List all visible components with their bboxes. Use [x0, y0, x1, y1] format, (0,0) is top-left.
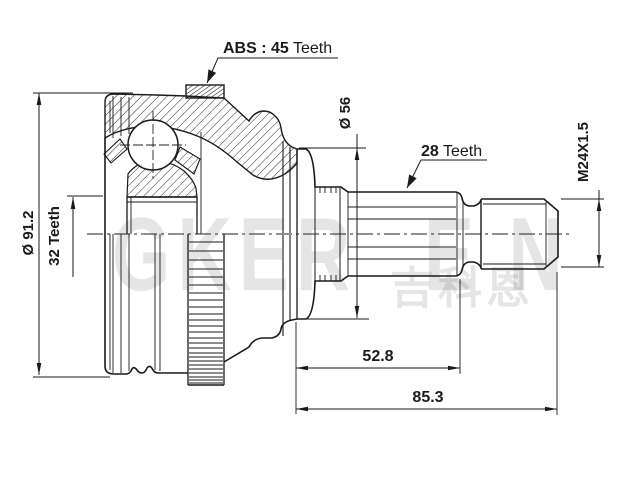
bell-upper-detail-lines — [109, 96, 291, 234]
cage-section-left — [103, 138, 128, 164]
abs-tone-ring-teeth — [187, 234, 225, 386]
shoulder-diameter-label: Ø 56 — [337, 97, 354, 130]
bell-housing-section — [103, 84, 298, 198]
abs-teeth-label: ABS : 45 Teeth — [223, 40, 332, 57]
length-85-3-label: 85.3 — [412, 389, 443, 406]
bell-housing-external — [104, 138, 298, 375]
inner-spline-teeth-label: 32 Teeth — [46, 206, 63, 266]
spline-teeth-lines — [348, 206, 456, 260]
centerline — [87, 111, 571, 235]
abs-ring-section — [185, 84, 225, 99]
stub-shaft — [296, 148, 482, 320]
thread-spec-label: M24X1.5 — [575, 122, 592, 182]
dimension-arrowheads — [36, 69, 602, 412]
outer-spline-teeth-label: 28 Teeth — [421, 143, 482, 160]
length-52-8-label: 52.8 — [362, 348, 393, 365]
cage-section-right — [174, 146, 201, 175]
outer-diameter-label: Ø 91.2 — [20, 210, 37, 255]
